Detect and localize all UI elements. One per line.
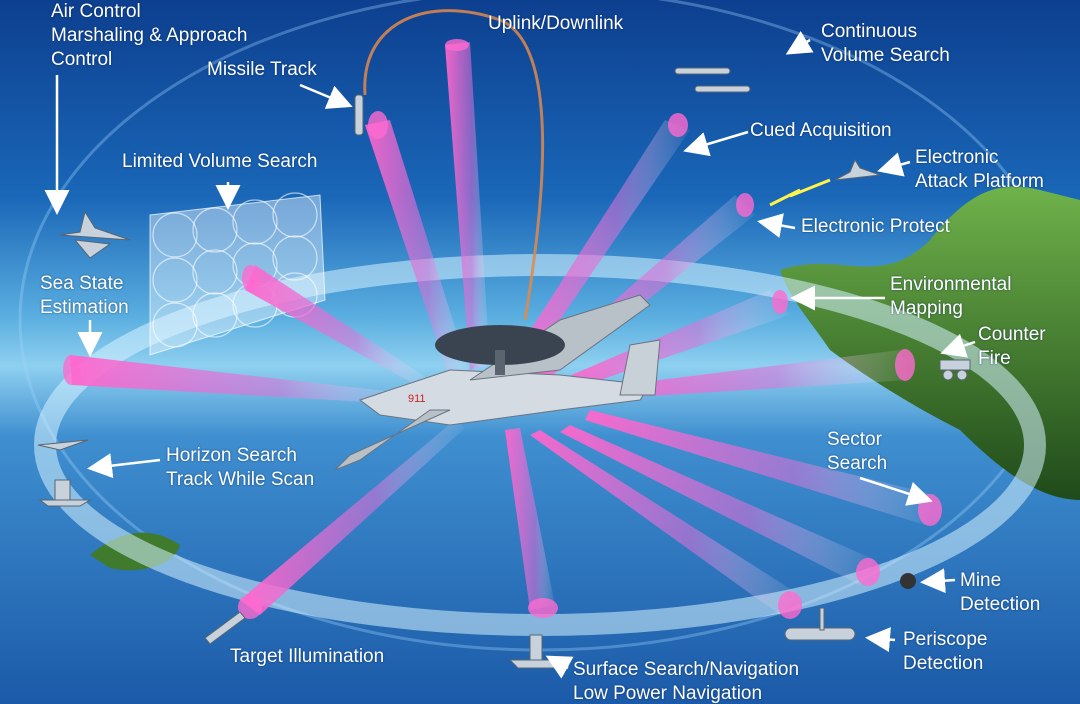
beam-periscope: [530, 430, 800, 615]
e2-aircraft: 911: [334, 294, 661, 471]
label-mine-detection: Mine Detection: [960, 569, 1040, 617]
beam-sea-state: [70, 355, 420, 405]
label-line: Detection: [960, 594, 1041, 615]
label-line: Horizon Search: [166, 445, 297, 466]
beam-uplink: [445, 42, 490, 370]
label-electronic-attack-platform: Electronic Attack Platform: [915, 146, 1044, 194]
label-line: Counter: [978, 324, 1046, 345]
label-line: Mine: [960, 570, 1002, 591]
attack-jet-icon: [834, 158, 881, 181]
label-cued-acquisition: Cued Acquisition: [750, 119, 892, 143]
jamming-bolt: [769, 178, 831, 207]
beam-mine-detection: [560, 425, 875, 585]
label-sector-search: Sector Search: [827, 428, 887, 476]
label-limited-volume-search: Limited Volume Search: [122, 150, 317, 174]
glider-icon: [37, 439, 89, 451]
label-line: Detection: [903, 653, 984, 674]
beam-sector-search: [585, 410, 935, 525]
limited-volume-search-grid: [149, 192, 326, 356]
label-line: Periscope: [903, 629, 988, 650]
label-line: Environmental: [890, 274, 1012, 295]
beam-counter-fire: [580, 350, 910, 400]
label-environmental-mapping: Environmental Mapping: [890, 273, 1011, 321]
beam-cued-acquisition: [505, 120, 690, 378]
label-line: Electronic Protect: [801, 216, 950, 237]
hull-number: 911: [408, 393, 426, 405]
label-line: Sea State: [40, 273, 124, 294]
platforms: [37, 67, 971, 669]
cruise-missile-icon: [204, 611, 246, 645]
artillery-icon: [939, 359, 971, 381]
label-line: Marshaling & Approach: [51, 25, 248, 46]
label-sea-state-estimation: Sea State Estimation: [40, 272, 129, 320]
label-line: Uplink/Downlink: [488, 13, 624, 34]
label-line: Control: [51, 49, 113, 70]
label-line: Sector: [827, 429, 882, 450]
label-continuous-volume-search: Continuous Volume Search: [821, 20, 950, 68]
beam-target-illumination: [240, 420, 465, 615]
ship-icon-left: [38, 479, 92, 507]
label-line: Attack Platform: [915, 171, 1044, 192]
label-line: Target Illumination: [230, 646, 385, 667]
beam-limited-volume: [245, 265, 430, 390]
uplink-arc: [363, 9, 545, 321]
beam-missile-track: [365, 120, 470, 380]
label-line: Estimation: [40, 297, 129, 318]
label-periscope-detection: Periscope Detection: [903, 628, 988, 676]
label-line: Missile Track: [207, 59, 317, 80]
label-line: Fire: [978, 348, 1011, 369]
label-line: Low Power Navigation: [573, 683, 763, 704]
beam-environmental-mapping: [560, 290, 790, 392]
label-line: Air Control: [51, 1, 141, 22]
mine-icon: [900, 573, 916, 589]
label-horizon-search: Horizon Search Track While Scan: [166, 444, 314, 492]
label-target-illumination: Target Illumination: [230, 645, 384, 669]
label-line: Cued Acquisition: [750, 120, 892, 141]
label-counter-fire: Counter Fire: [978, 323, 1046, 371]
label-surface-search: Surface Search/Navigation Low Power Navi…: [573, 658, 799, 704]
label-line: Surface Search/Navigation: [573, 659, 800, 680]
missile-icon: [354, 94, 364, 136]
submarine-icon: [784, 607, 856, 641]
label-line: Mapping: [890, 298, 963, 319]
callout-arrows: [44, 30, 976, 679]
beam-caps: [63, 39, 942, 619]
label-uplink-downlink: Uplink/Downlink: [488, 12, 623, 36]
label-line: Volume Search: [821, 45, 950, 66]
fighter-jet-icon: [59, 210, 131, 259]
label-electronic-protect: Electronic Protect: [801, 215, 950, 239]
label-line: Continuous: [821, 21, 918, 42]
ucav-icon: [674, 67, 751, 93]
label-missile-track: Missile Track: [207, 58, 317, 82]
label-line: Search: [827, 453, 888, 474]
label-line: Limited Volume Search: [122, 151, 318, 172]
beam-surface-search: [505, 428, 555, 610]
radome: [435, 325, 565, 365]
label-line: Track While Scan: [166, 469, 315, 490]
label-air-control: Air Control Marshaling & Approach Contro…: [51, 0, 247, 72]
label-line: Electronic: [915, 147, 999, 168]
